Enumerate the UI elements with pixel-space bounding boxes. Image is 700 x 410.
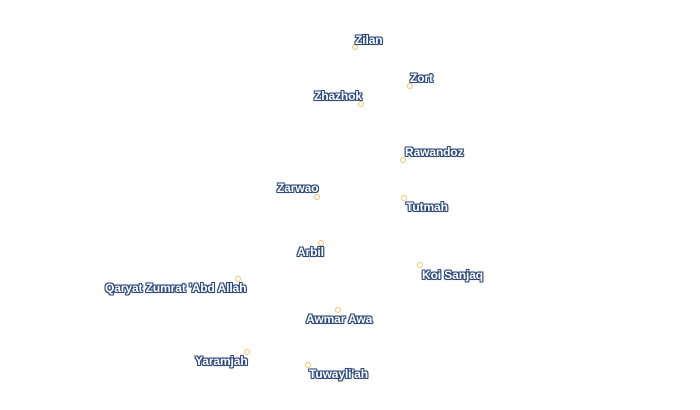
place-marker-icon[interactable]: [305, 362, 311, 368]
place-marker-icon[interactable]: [235, 276, 241, 282]
place-label: Zort: [410, 71, 433, 85]
place-marker-icon[interactable]: [335, 307, 341, 313]
place-label: Zarwao: [277, 181, 319, 195]
place-label: Qaryat Zumrat 'Abd Allah: [105, 281, 247, 295]
place-label: Rawandoz: [405, 145, 464, 159]
place-marker-icon[interactable]: [318, 240, 324, 246]
place-label: Zhazhok: [314, 89, 362, 103]
place-marker-icon[interactable]: [407, 83, 413, 89]
place-label: Zilan: [355, 33, 383, 47]
place-marker-icon[interactable]: [417, 262, 423, 268]
place-label: Arbil: [297, 245, 324, 259]
place-label: Yaramjah: [195, 354, 248, 368]
place-marker-icon[interactable]: [244, 349, 250, 355]
place-marker-icon[interactable]: [400, 157, 406, 163]
place-label: Koi Sanjaq: [422, 268, 484, 282]
place-label: Tuwayli'ah: [309, 367, 368, 381]
place-label: Awmar Awa: [306, 312, 373, 326]
place-marker-icon[interactable]: [352, 44, 358, 50]
place-marker-icon[interactable]: [401, 195, 407, 201]
place-marker-icon[interactable]: [358, 101, 364, 107]
place-marker-icon[interactable]: [314, 194, 320, 200]
place-label: Tutmah: [406, 200, 448, 214]
